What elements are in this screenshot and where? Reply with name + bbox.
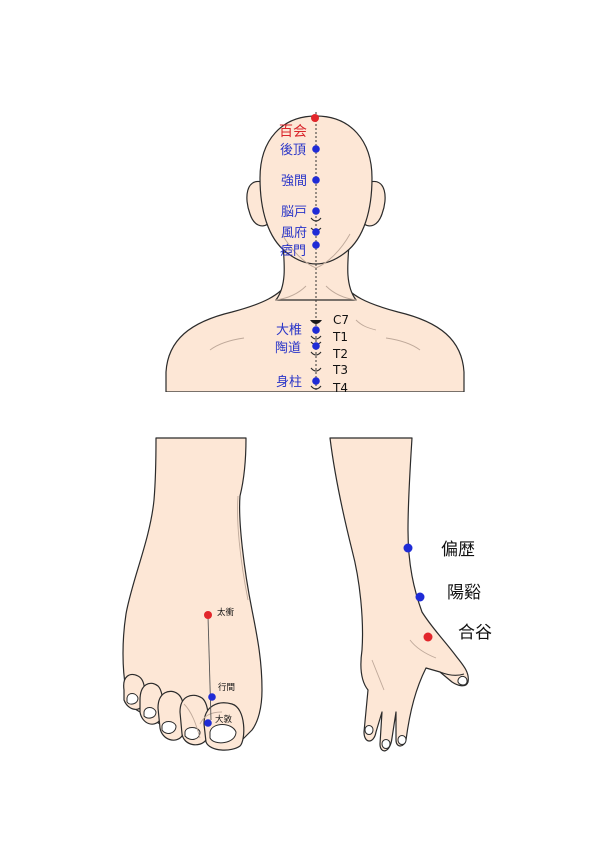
- point-kokan: [208, 693, 216, 701]
- point-amon: [312, 241, 320, 249]
- point-noko: [312, 207, 320, 215]
- label-kyokan: 強間: [281, 174, 307, 189]
- point-todo: [312, 342, 320, 350]
- label-t4: T4: [332, 381, 348, 395]
- foot-points: [204, 611, 216, 727]
- arm-figure: [329, 437, 469, 752]
- label-taisho: 太衝: [217, 607, 235, 618]
- vertebra-labels: C7 T1 T2 T3 T4: [332, 313, 349, 395]
- point-shinchu: [312, 377, 320, 385]
- label-taiton: 大敦: [215, 714, 233, 725]
- foot-figure: [122, 437, 263, 751]
- label-gocho: 後頂: [280, 143, 306, 158]
- label-kokan: 行間: [218, 682, 235, 693]
- point-taiton: [204, 719, 212, 727]
- point-goukoku: [423, 632, 433, 642]
- label-henreki: 偏歴: [441, 540, 475, 560]
- label-t1: T1: [332, 330, 348, 344]
- head-labels: 百会 後頂 強間 脳戸 風府 瘂門 大椎 陶道 身柱: [275, 124, 307, 390]
- point-henreki: [403, 543, 413, 553]
- label-fufu: 風府: [281, 226, 307, 241]
- label-todo: 陶道: [275, 340, 301, 356]
- point-yokei: [415, 592, 425, 602]
- label-noko: 脳戸: [281, 205, 307, 220]
- label-goukoku: 合谷: [458, 623, 492, 643]
- point-taisho: [204, 611, 212, 619]
- label-amon: 瘂門: [280, 243, 306, 259]
- label-yokei: 陽谿: [447, 583, 481, 603]
- foot-labels: 太衝 行間 大敦: [215, 607, 235, 725]
- label-c7: C7: [333, 313, 349, 327]
- point-gocho: [312, 145, 320, 153]
- arm-points: [403, 543, 433, 642]
- head-points: [311, 114, 320, 385]
- point-fufu: [312, 228, 320, 236]
- head-figure: [165, 112, 465, 393]
- point-daitsui: [312, 326, 320, 334]
- point-hyakue: [311, 114, 319, 122]
- label-t2: T2: [332, 347, 348, 361]
- arm-labels: 偏歴 陽谿 合谷: [441, 540, 492, 643]
- label-shinchu: 身柱: [276, 374, 302, 390]
- point-kyokan: [312, 176, 320, 184]
- label-t3: T3: [332, 363, 348, 377]
- label-daitsui: 大椎: [276, 323, 302, 338]
- label-hyakue: 百会: [279, 124, 307, 140]
